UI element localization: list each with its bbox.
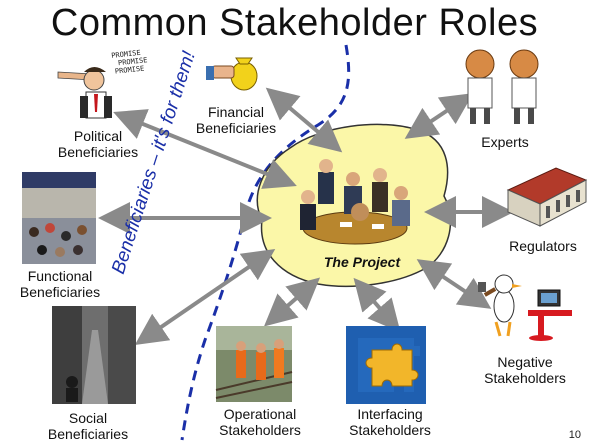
regulator-building-clipart (506, 167, 588, 227)
meeting-people-clipart (300, 159, 410, 245)
promise-text: PROMISE PROMISE PROMISE (110, 48, 148, 76)
arrow-social (134, 248, 276, 346)
label-experts: Experts (481, 134, 529, 150)
arrow-political (113, 109, 297, 189)
page-number: 10 (568, 429, 581, 441)
arrow-operational (263, 277, 321, 327)
puzzle-image (346, 326, 426, 404)
slide-title: Common Stakeholder Roles (50, 2, 539, 44)
arrow-financial (265, 87, 343, 153)
politician-clipart (57, 67, 112, 119)
experts-clipart (465, 49, 539, 124)
arrow-negative (416, 259, 492, 309)
arrow-experts (404, 93, 474, 139)
negative-stakeholder-clipart (478, 274, 572, 341)
money-bag-clipart (206, 57, 258, 91)
label-regulators: Regulators (509, 238, 577, 254)
workers-photo (215, 326, 293, 402)
project-label: The Project (323, 254, 401, 270)
arrow-interfacing (353, 277, 401, 333)
crowd-photo (22, 172, 96, 264)
street-photo (52, 306, 136, 404)
